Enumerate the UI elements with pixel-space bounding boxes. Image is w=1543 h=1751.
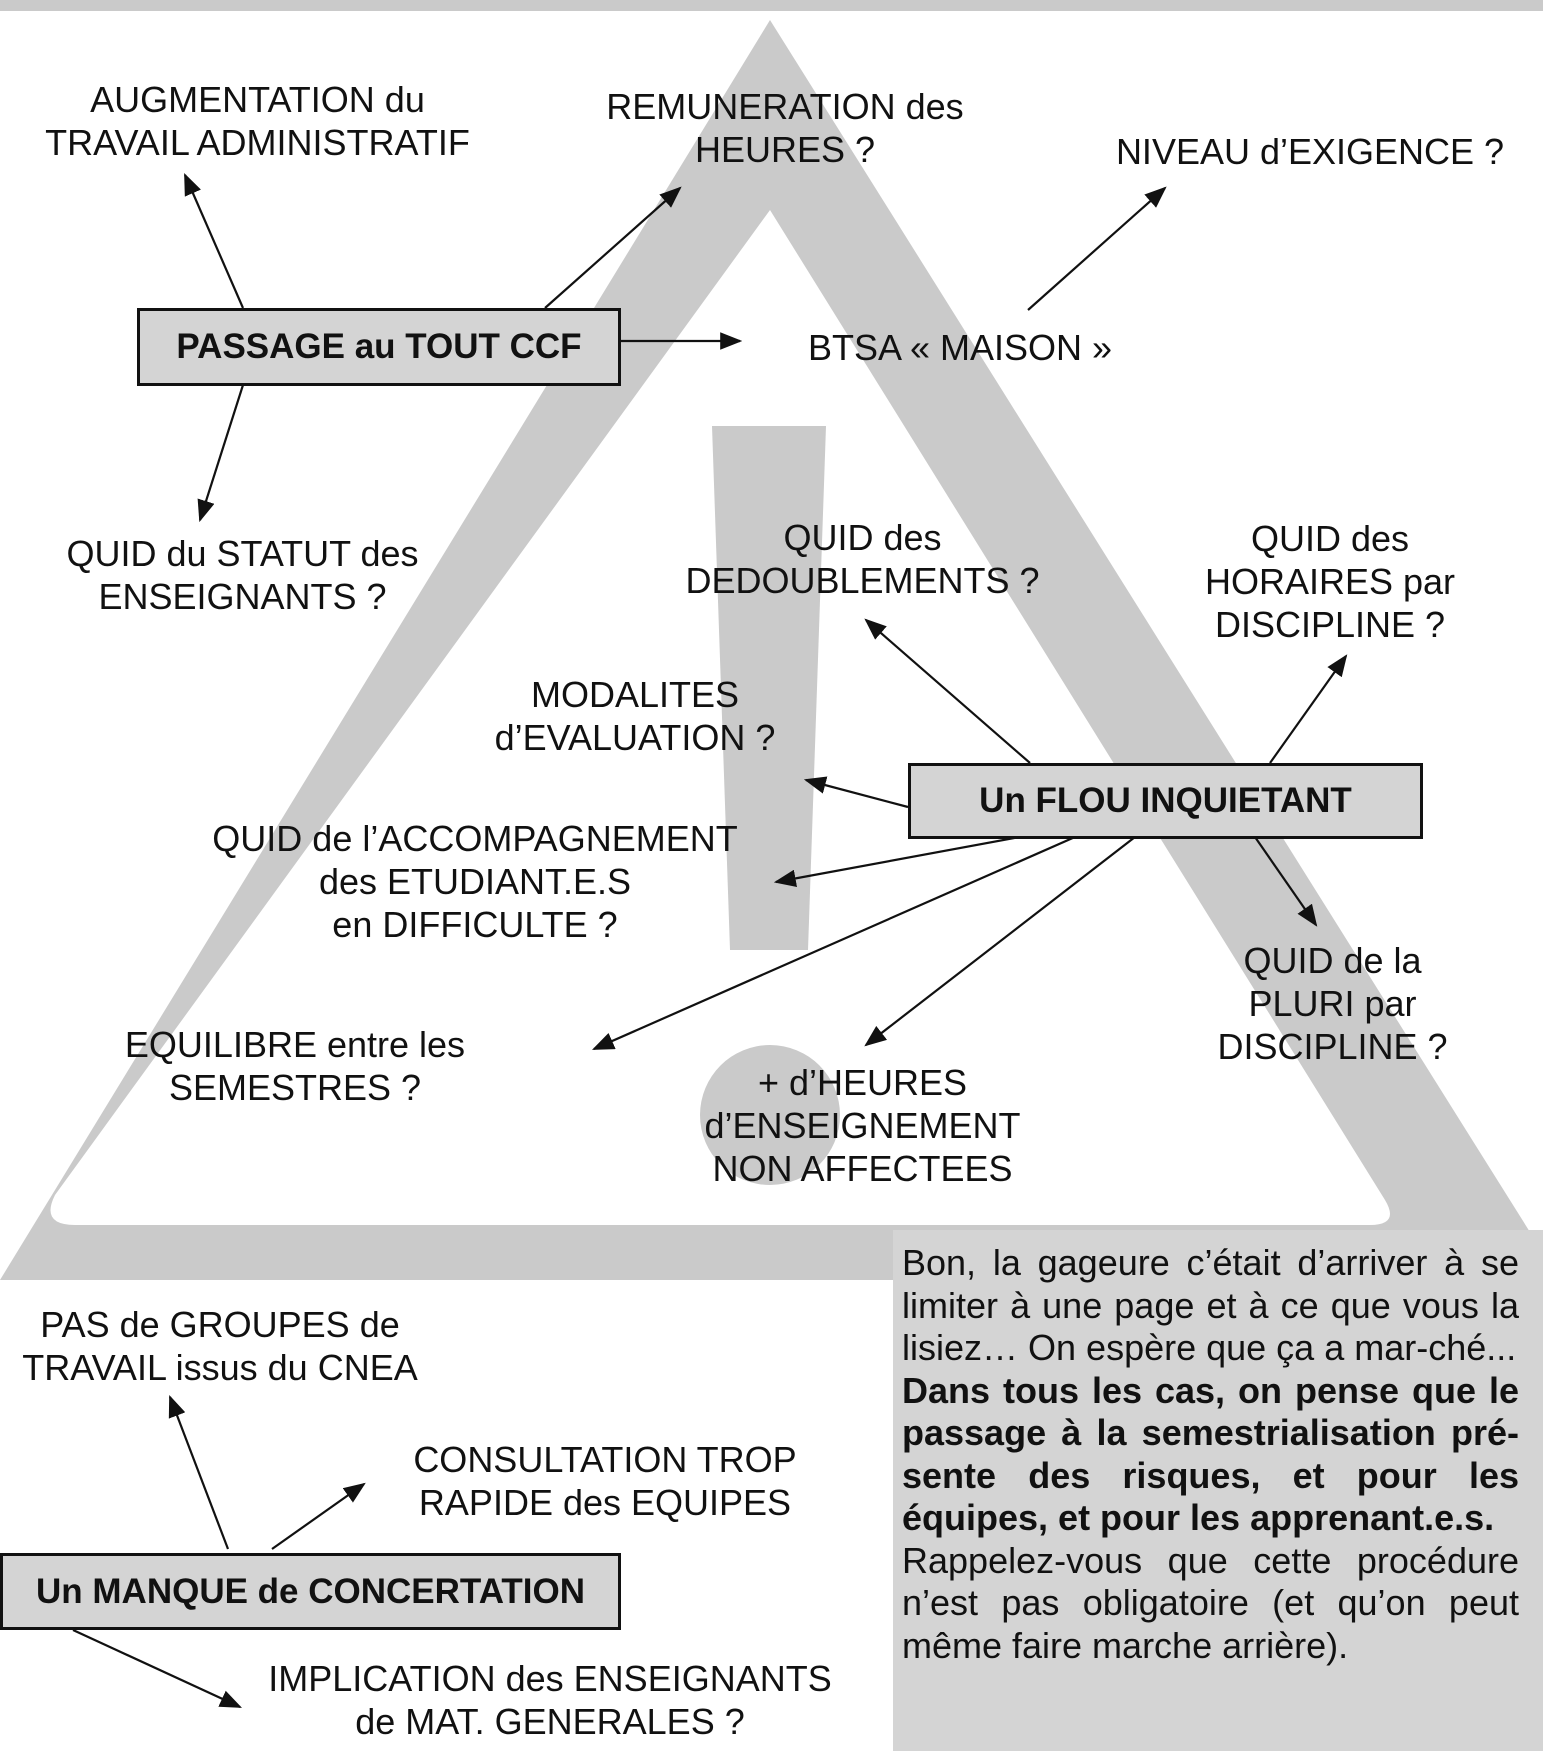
label-horaires: QUID des HORAIRES par DISCIPLINE ? <box>1204 518 1456 645</box>
arrow-btsa-to-niveau <box>1027 186 1167 311</box>
arrow-flou-to-dedoublements <box>864 618 1031 764</box>
flou-box-label: Un FLOU INQUIETANT <box>979 781 1352 820</box>
label-statut: QUID du STATUT des ENSEIGNANTS ? <box>66 533 419 617</box>
note-intro: Bon, la gageure c’était d’arriver à se l… <box>902 1242 1519 1368</box>
top-gray-band <box>0 0 1543 11</box>
label-equilibre: EQUILIBRE entre les SEMESTRES ? <box>124 1024 466 1108</box>
arrow-manque-to-consultation <box>271 1482 366 1550</box>
closing-note: Bon, la gageure c’était d’arriver à se l… <box>893 1230 1543 1751</box>
arrow-flou-to-heures <box>864 836 1136 1047</box>
label-remuneration: REMUNERATION des HEURES ? <box>606 86 964 170</box>
label-groupes: PAS de GROUPES de TRAVAIL issus du CNEA <box>22 1304 418 1388</box>
arrow-flou-to-equilibre <box>591 835 1076 1051</box>
manque-box-label: Un MANQUE de CONCERTATION <box>36 1571 585 1611</box>
arrow-ccf-to-remuneration <box>544 186 682 309</box>
label-heures: + d’HEURES d’ENSEIGNEMENT NON AFFECTEES <box>704 1062 1021 1189</box>
warning-triangle-icon <box>0 20 1543 1280</box>
ccf-box: PASSAGE au TOUT CCF <box>137 308 621 386</box>
arrow-flou-to-horaires <box>1269 654 1348 764</box>
label-accompagnement: QUID de l’ACCOMPAGNEMENT des ETUDIANT.E.… <box>212 818 738 945</box>
exclamation-dot-icon <box>700 1045 840 1185</box>
label-dedoublements: QUID des DEDOUBLEMENTS ? <box>685 517 1040 601</box>
arrow-ccf-to-statut <box>197 384 245 523</box>
manque-box: Un MANQUE de CONCERTATION <box>0 1553 621 1630</box>
note-emphasis: Dans tous les cas, on pense que le passa… <box>902 1369 1519 1539</box>
label-btsa: BTSA « MAISON » <box>807 327 1113 368</box>
arrow-manque-to-groupes <box>168 1394 230 1550</box>
arrow-manque-to-implication <box>72 1629 242 1708</box>
label-niveau: NIVEAU d’EXIGENCE ? <box>1115 131 1505 172</box>
ccf-box-label: PASSAGE au TOUT CCF <box>176 327 582 366</box>
label-pluri: QUID de la PLURI par DISCIPLINE ? <box>1217 940 1448 1067</box>
label-augmentation: AUGMENTATION du TRAVAIL ADMINISTRATIF <box>45 79 470 163</box>
flou-box: Un FLOU INQUIETANT <box>908 763 1423 839</box>
note-outro: Rappelez-vous que cette procédure n’est … <box>902 1539 1519 1666</box>
arrow-flou-to-pluri <box>1254 836 1318 927</box>
arrow-flou-to-accompagnement <box>773 835 1021 888</box>
arrow-ccf-to-augmentation <box>183 172 245 309</box>
arrow-flou-to-modalites <box>803 776 909 809</box>
label-consultation: CONSULTATION TROP RAPIDE des EQUIPES <box>413 1439 797 1523</box>
label-modalites: MODALITES d’EVALUATION ? <box>494 674 776 758</box>
exclamation-bar-icon <box>712 426 826 950</box>
label-implication: IMPLICATION des ENSEIGNANTS de MAT. GENE… <box>268 1658 832 1742</box>
